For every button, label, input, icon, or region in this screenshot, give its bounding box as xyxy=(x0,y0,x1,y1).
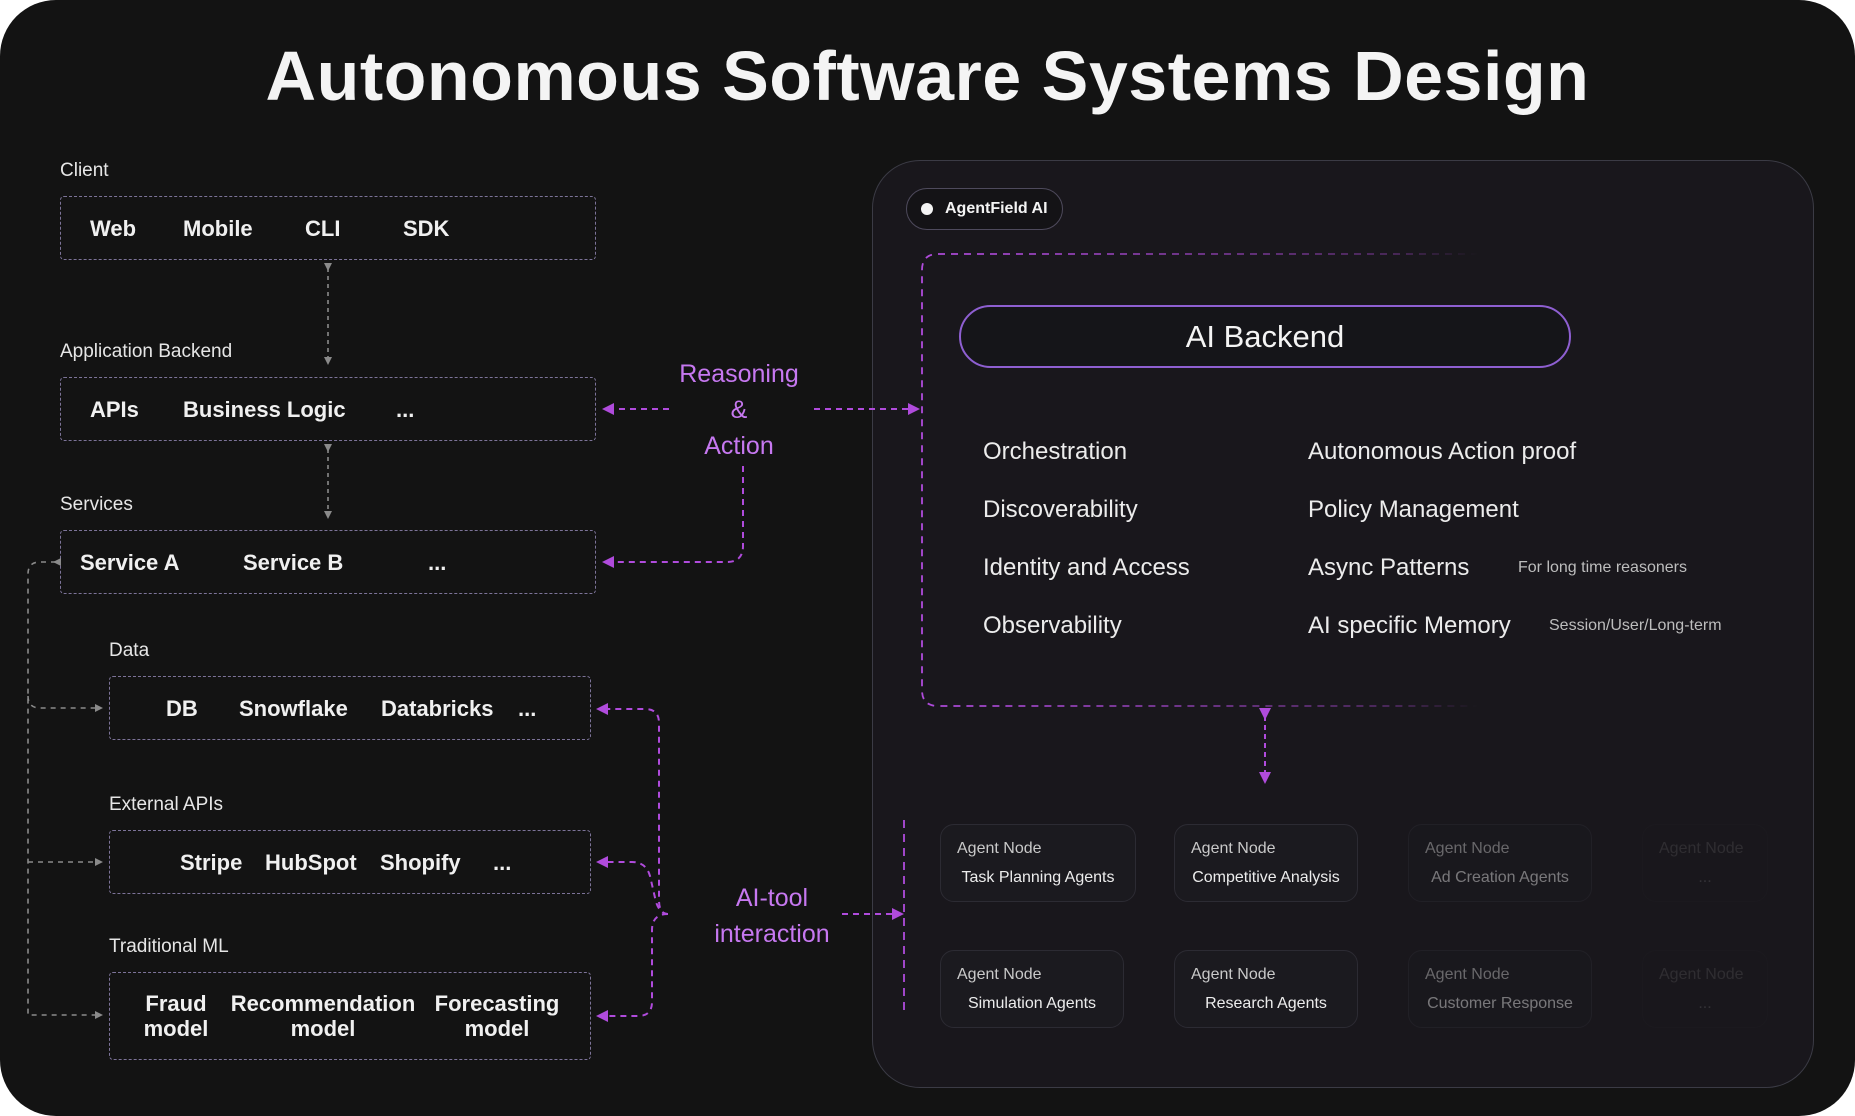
agent-node-title: Agent Node xyxy=(957,966,1042,983)
external-apis-item-stripe: Stripe xyxy=(180,850,243,875)
app-backend-item-more: ... xyxy=(396,397,415,422)
data-item-db: DB xyxy=(166,696,198,721)
feature-ai-specific-memory: AI specific Memory xyxy=(1308,612,1511,639)
feature-orchestration: Orchestration xyxy=(983,438,1128,465)
reasoning-label-line2: & xyxy=(730,396,748,424)
agent-node-title: Agent Node xyxy=(1659,840,1744,857)
ai-tool-to-data-arrow xyxy=(596,703,669,915)
agent-node-simulation: Agent Node Simulation Agents xyxy=(940,950,1124,1028)
agent-node-name: ... xyxy=(1698,995,1712,1012)
client-item-mobile: Mobile xyxy=(183,216,253,241)
ai-tool-to-ml-arrow xyxy=(596,913,669,1022)
agent-node-title: Agent Node xyxy=(957,840,1042,857)
note-memory: Session/User/Long-term xyxy=(1549,617,1722,634)
page-title: Autonomous Software Systems Design xyxy=(265,37,1590,115)
reasoning-action-label: Reasoning & Action xyxy=(669,356,809,464)
client-box xyxy=(60,196,596,260)
feature-policy-management: Policy Management xyxy=(1308,496,1519,523)
external-apis-box xyxy=(109,830,591,894)
tree-to-data-connector xyxy=(27,695,103,712)
reasoning-label-line3: Action xyxy=(704,432,774,460)
agent-node-research: Agent Node Research Agents xyxy=(1174,950,1358,1028)
agent-node-name: Customer Response xyxy=(1427,995,1573,1012)
app-backend-label: Application Backend xyxy=(60,341,233,362)
external-apis-item-more: ... xyxy=(493,850,512,875)
agent-node-more-row1: Agent Node ... xyxy=(1642,824,1768,902)
external-apis-label: External APIs xyxy=(109,794,224,815)
feature-discoverability: Discoverability xyxy=(983,496,1138,523)
app-backend-item-business-logic: Business Logic xyxy=(183,397,346,422)
data-item-databricks: Databricks xyxy=(381,696,494,721)
services-item-service-a: Service A xyxy=(80,550,180,575)
traditional-ml-box xyxy=(109,972,591,1060)
data-box xyxy=(109,676,591,740)
data-label: Data xyxy=(109,640,150,661)
agent-node-title: Agent Node xyxy=(1191,840,1276,857)
client-item-web: Web xyxy=(90,216,137,241)
ml-item-forecasting-model: Forecasting model xyxy=(434,991,560,1041)
feature-observability: Observability xyxy=(983,612,1122,639)
badge-dot-icon xyxy=(921,203,933,215)
agent-node-customer-response: Agent Node Customer Response xyxy=(1408,950,1592,1028)
external-apis-item-hubspot: HubSpot xyxy=(265,850,357,875)
agent-node-name: Competitive Analysis xyxy=(1192,869,1340,886)
traditional-ml-label: Traditional ML xyxy=(109,936,229,957)
feature-autonomous-action-proof: Autonomous Action proof xyxy=(1308,438,1577,465)
agent-node-name: Ad Creation Agents xyxy=(1431,869,1569,886)
agent-node-competitive-analysis: Agent Node Competitive Analysis xyxy=(1174,824,1358,902)
client-label: Client xyxy=(60,160,109,181)
agent-node-more-row2: Agent Node ... xyxy=(1642,950,1768,1028)
agent-node-name: Research Agents xyxy=(1205,995,1327,1012)
ml-item-fraud-model: Fraud model xyxy=(143,991,209,1041)
services-item-service-b: Service B xyxy=(243,550,344,575)
external-apis-item-shopify: Shopify xyxy=(380,850,461,875)
services-label: Services xyxy=(60,494,133,515)
agent-node-title: Agent Node xyxy=(1659,966,1744,983)
agent-node-name: ... xyxy=(1698,869,1712,886)
agentfield-badge: AgentField AI xyxy=(906,188,1063,230)
agent-node-task-planning: Agent Node Task Planning Agents xyxy=(940,824,1136,902)
feature-identity-access: Identity and Access xyxy=(983,554,1190,581)
note-async: For long time reasoners xyxy=(1518,559,1687,576)
reasoning-to-services-arrow xyxy=(602,466,744,568)
agent-node-ad-creation: Agent Node Ad Creation Agents xyxy=(1408,824,1592,902)
data-item-more: ... xyxy=(518,696,537,721)
agent-node-title: Agent Node xyxy=(1191,966,1276,983)
ai-tool-label-line2: interaction xyxy=(714,920,830,948)
services-tree-connector xyxy=(27,558,103,1019)
ai-tool-interaction-label: AI-tool interaction xyxy=(694,880,850,952)
agent-node-title: Agent Node xyxy=(1425,966,1510,983)
client-item-cli: CLI xyxy=(305,216,341,241)
services-item-more: ... xyxy=(428,550,447,575)
ai-backend-title: AI Backend xyxy=(959,305,1571,368)
ai-tool-to-external-arrow xyxy=(596,856,669,915)
reasoning-label-line1: Reasoning xyxy=(679,360,799,388)
app-backend-item-apis: APIs xyxy=(90,397,139,422)
app-backend-box xyxy=(60,377,596,441)
agent-node-name: Simulation Agents xyxy=(967,995,1097,1012)
agent-node-name: Task Planning Agents xyxy=(961,869,1115,886)
badge-label: AgentField AI xyxy=(945,200,1048,217)
data-item-snowflake: Snowflake xyxy=(239,696,348,721)
ai-tool-label-line1: AI-tool xyxy=(735,884,809,912)
client-item-sdk: SDK xyxy=(403,216,450,241)
agent-node-title: Agent Node xyxy=(1425,840,1510,857)
feature-async-patterns: Async Patterns xyxy=(1308,554,1470,581)
ml-item-recommendation-model: Recommendation model xyxy=(230,991,416,1041)
